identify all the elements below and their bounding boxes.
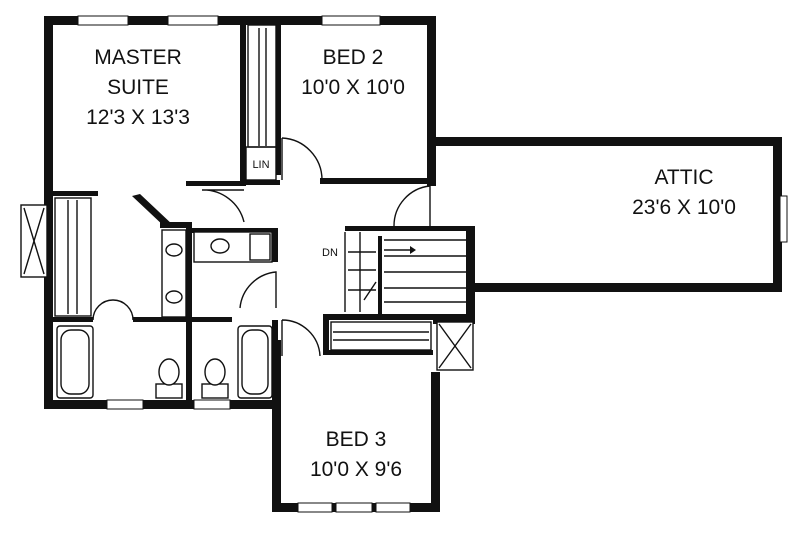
doors xyxy=(92,137,431,357)
window-bath-2 xyxy=(193,399,231,410)
bed2-name: BED 2 xyxy=(323,46,384,69)
vanity xyxy=(193,231,273,263)
room-labels: MASTER SUITE 12'3 X 13'3 BED 2 10'0 X 10… xyxy=(86,46,736,481)
window-master-2 xyxy=(167,15,219,26)
bathtub-icon xyxy=(237,325,273,399)
bed3-size: 10'0 X 9'6 xyxy=(310,458,402,481)
closets xyxy=(54,24,432,351)
bathtub-icon xyxy=(56,325,94,399)
window-bed3-2 xyxy=(335,502,373,513)
stair-down-label: DN xyxy=(322,247,338,259)
interior-walls xyxy=(53,25,473,408)
master-name-line1: MASTER xyxy=(94,46,182,69)
toilet-icon xyxy=(155,358,183,399)
window-master-1 xyxy=(77,15,129,26)
windows xyxy=(77,15,788,513)
sink-icon xyxy=(165,290,183,304)
linen-label: LIN xyxy=(252,159,269,171)
master-name-line2: SUITE xyxy=(107,76,169,99)
attic-size: 23'6 X 10'0 xyxy=(632,196,736,219)
stairs xyxy=(344,232,466,312)
window-bed3-1 xyxy=(297,502,333,513)
toilet-icon xyxy=(201,358,229,399)
bath-fixtures xyxy=(56,229,273,399)
sink-icon xyxy=(165,243,183,257)
attic-name: ATTIC xyxy=(654,166,713,189)
window-bath-1 xyxy=(106,399,144,410)
flue-boxes xyxy=(20,204,474,371)
bed3-name: BED 3 xyxy=(326,428,387,451)
vanity xyxy=(161,229,187,318)
master-size: 12'3 X 13'3 xyxy=(86,106,190,129)
window-attic xyxy=(779,195,788,243)
bed2-size: 10'0 X 10'0 xyxy=(301,76,405,99)
sink-icon xyxy=(210,238,230,254)
window-bed2 xyxy=(321,15,381,26)
window-bed3-3 xyxy=(375,502,411,513)
